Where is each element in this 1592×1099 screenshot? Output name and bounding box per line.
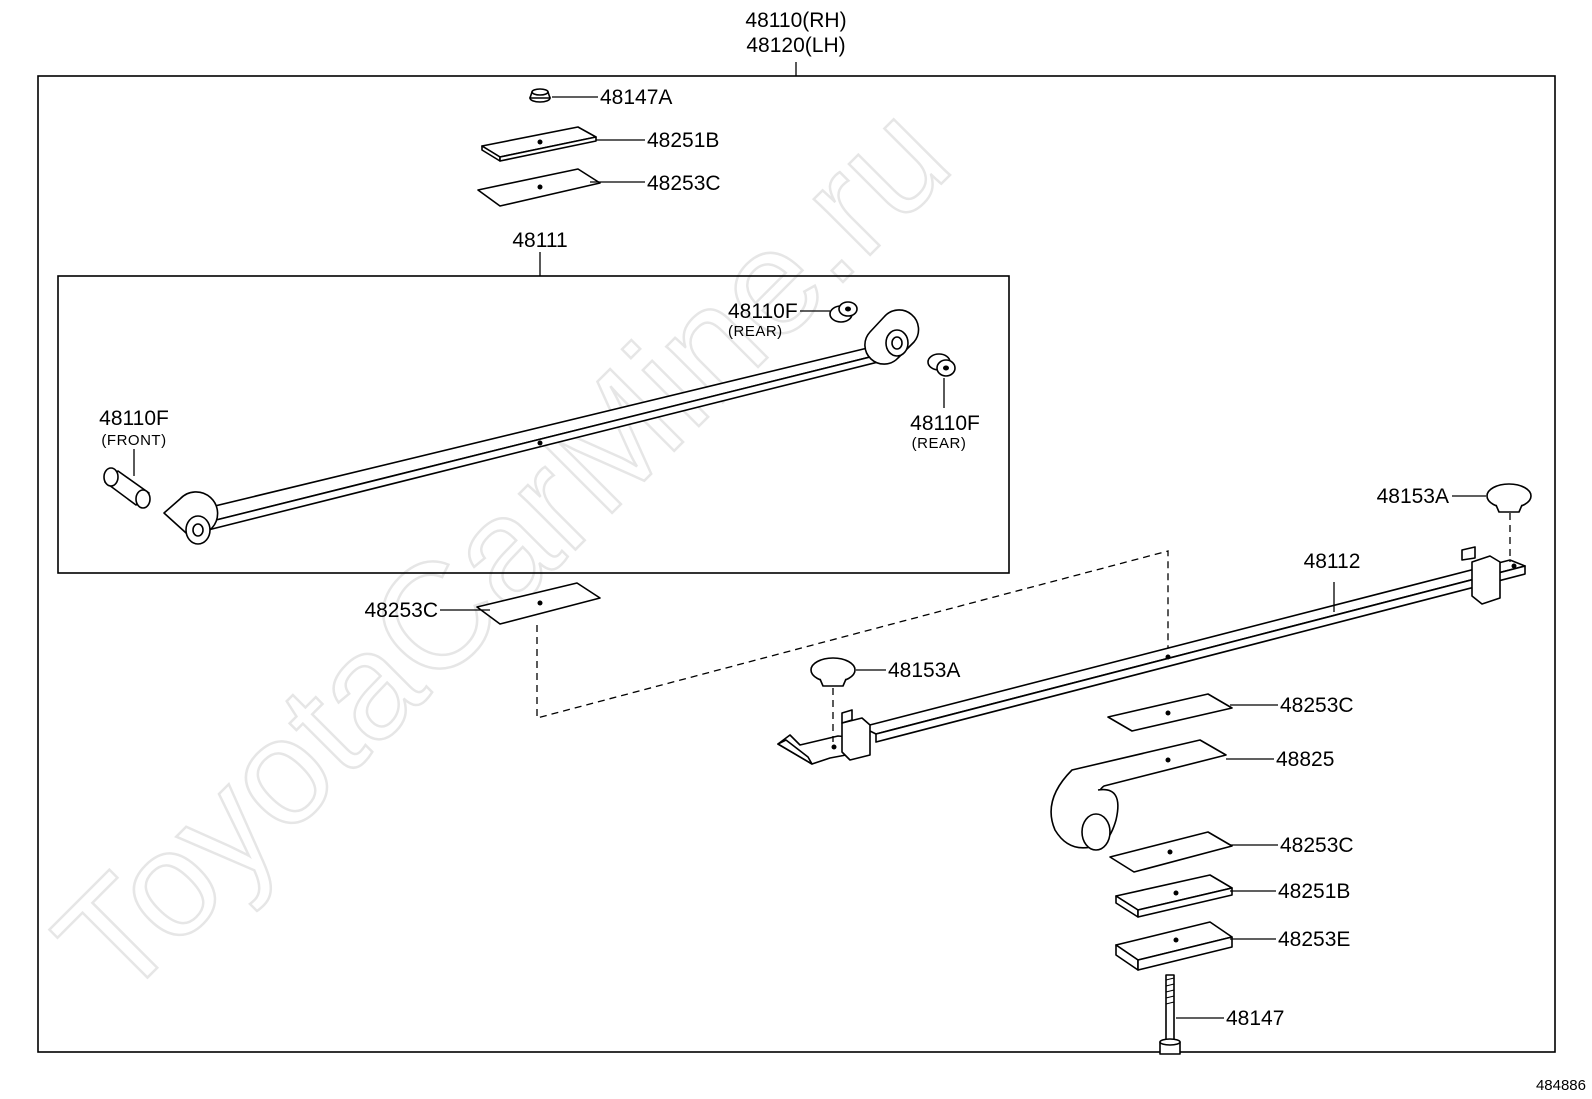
callout-bumper-right: 48153A: [1377, 485, 1449, 508]
plate-b-top-part: [481, 126, 597, 162]
callout-pad-c-top: 48253C: [647, 172, 721, 195]
callout-nut-top: 48147A: [600, 86, 672, 109]
center-bolt-part: [1159, 974, 1181, 1055]
nut-part: [529, 88, 551, 103]
callout-plate-b-top: 48251B: [647, 129, 719, 152]
pad-c-left-part: [476, 582, 601, 625]
callout-spacer: 48825: [1276, 748, 1334, 771]
pad-c-low-part: [1109, 831, 1233, 873]
callout-bushing-front-note: (FRONT): [101, 432, 166, 449]
bushing-rear-top-part: [829, 301, 858, 323]
callout-pad-c-left: 48253C: [364, 599, 438, 622]
pad-c-mid-part: [1107, 693, 1233, 732]
bushing-rear-right-part: [927, 353, 956, 377]
callout-bumper-mid: 48153A: [888, 659, 960, 682]
callout-bushing-rear-top: 48110F: [728, 300, 798, 323]
alignment-line: [536, 550, 1169, 719]
callout-bushing-rear-right-note: (REAR): [912, 435, 967, 452]
figure-id: 484886: [1536, 1077, 1586, 1094]
leaf-main-frame: [57, 275, 1010, 574]
watermark: ToyotaCarMine.ru: [24, 72, 980, 1028]
callout-bushing-rear-right: 48110F: [910, 412, 980, 435]
spacer-part: [1050, 739, 1227, 851]
callout-center-bolt: 48147: [1226, 1007, 1284, 1030]
callout-pad-c-low: 48253C: [1280, 834, 1354, 857]
bushing-front-part: [103, 467, 151, 509]
leaf-main-part: [163, 309, 920, 545]
callout-bushing-rear-top-note: (REAR): [728, 323, 783, 340]
plate-e-part: [1115, 921, 1233, 971]
bumper-mid-part: [810, 657, 856, 687]
bumper-right-part: [1486, 483, 1532, 513]
callout-leaf-second: 48112: [1304, 550, 1361, 573]
leaf-second-part: [777, 546, 1526, 765]
callout-plate-e: 48253E: [1278, 928, 1350, 951]
assembly-number-rh: 48110(RH): [745, 9, 846, 32]
callout-bushing-front: 48110F: [99, 407, 169, 430]
callout-leaf-main: 48111: [512, 229, 567, 252]
callout-plate-b-low: 48251B: [1278, 880, 1350, 903]
plate-b-low-part: [1115, 874, 1233, 918]
callout-pad-c-mid: 48253C: [1280, 694, 1354, 717]
assembly-number-lh: 48120(LH): [746, 34, 845, 57]
pad-c-top-part: [477, 168, 601, 207]
